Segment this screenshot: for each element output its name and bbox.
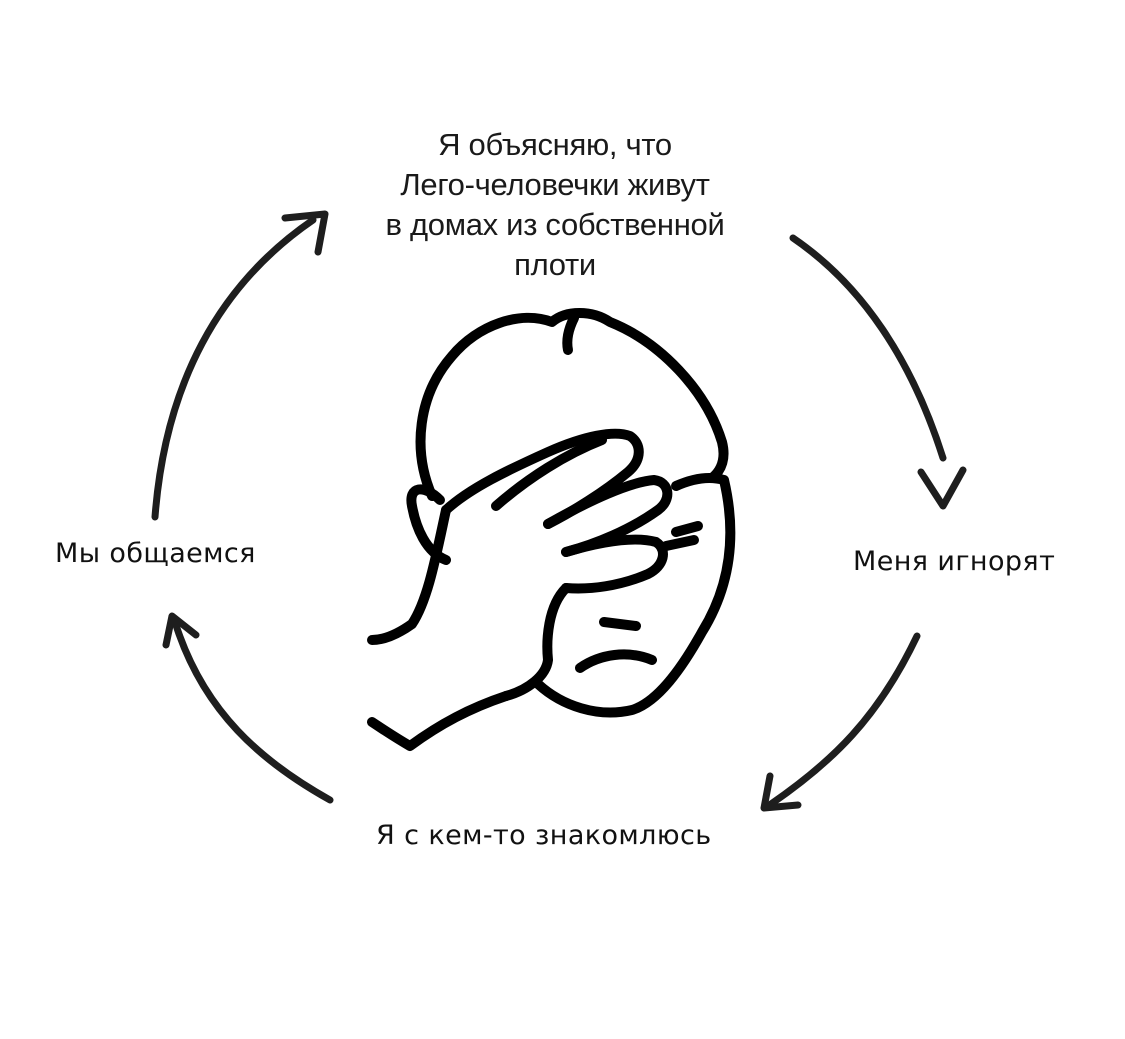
arrow-top-left [151, 210, 329, 521]
step-explain-line-4: плоти [514, 247, 596, 282]
facepalm-icon [367, 308, 736, 751]
arrow-bottom-left [162, 612, 334, 804]
step-ignored-label: Меня игнорят [853, 546, 1056, 577]
step-talk-label: Мы общаемся [55, 538, 256, 569]
step-explain-line-1: Я объясняю, что [438, 127, 672, 162]
arrow-bottom-right [760, 632, 921, 812]
step-meet-label: Я с кем-то знакомлюсь [376, 820, 712, 851]
step-explain-label: Я объясняю, что Лего-человечки живут в д… [330, 125, 780, 285]
step-explain-line-2: Лего-человечки живут [400, 167, 710, 202]
arrow-top-right [789, 234, 967, 510]
step-explain-line-3: в домах из собственной [385, 207, 725, 242]
